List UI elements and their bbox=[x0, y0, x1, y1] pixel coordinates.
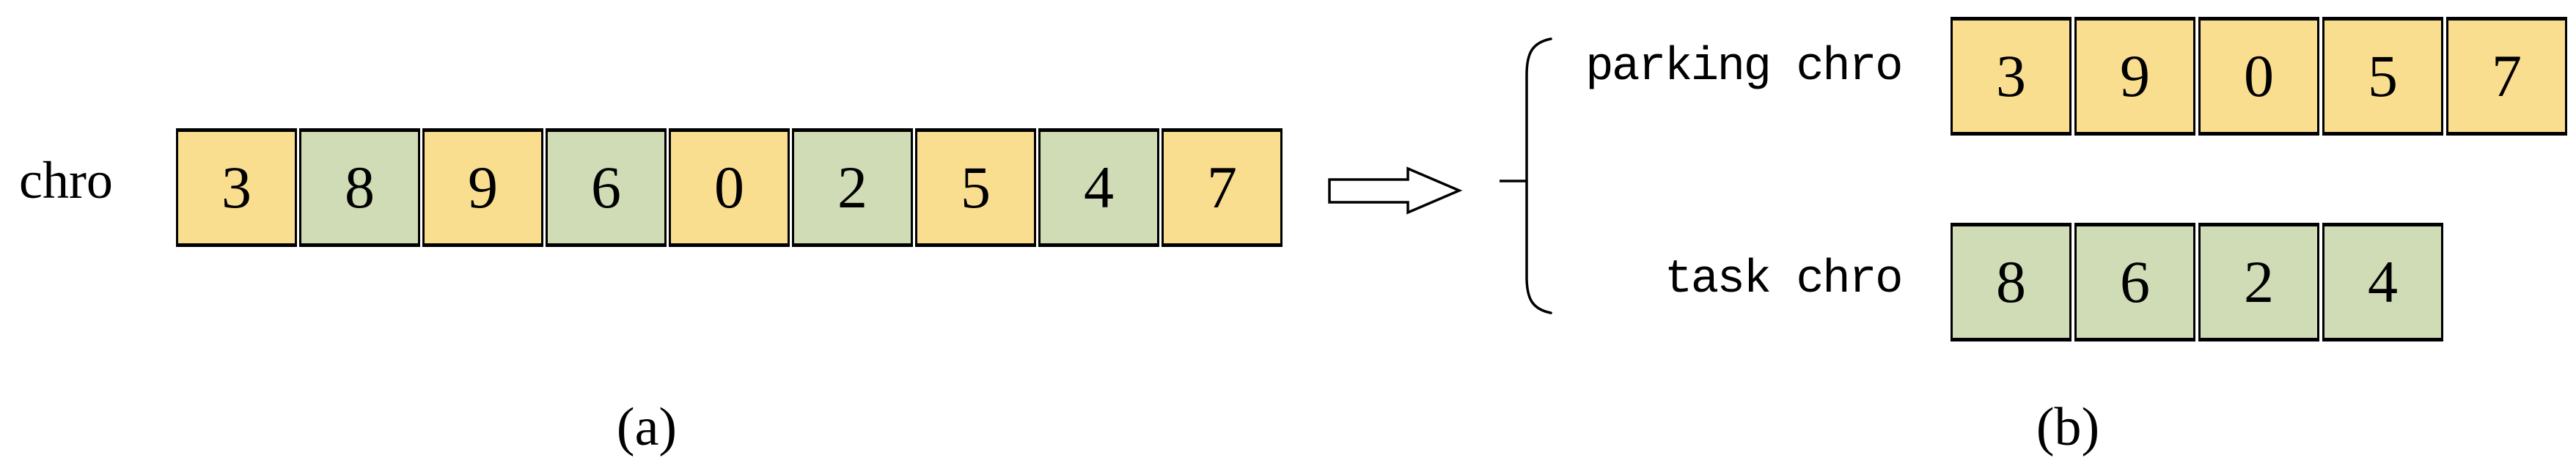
chro-row-label: chro bbox=[19, 151, 113, 210]
gene-cell: 7 bbox=[2446, 17, 2567, 136]
task-chro-label: task chro bbox=[1664, 254, 1904, 306]
caption-a: (a) bbox=[616, 397, 678, 457]
gene-cell: 4 bbox=[2322, 223, 2443, 341]
parking-chro-label: parking chro bbox=[1585, 41, 1903, 94]
gene-cell: 3 bbox=[1951, 17, 2072, 136]
caption-b: (b) bbox=[2036, 397, 2100, 457]
gene-cell: 6 bbox=[546, 128, 667, 247]
gene-cell: 5 bbox=[2322, 17, 2443, 136]
gene-cell: 4 bbox=[1038, 128, 1159, 247]
gene-cell: 8 bbox=[1951, 223, 2072, 341]
right-block-arrow-icon bbox=[1328, 166, 1463, 215]
gene-cell: 5 bbox=[915, 128, 1036, 247]
gene-cell: 7 bbox=[1162, 128, 1283, 247]
gene-cell: 9 bbox=[422, 128, 543, 247]
gene-cell: 2 bbox=[792, 128, 913, 247]
gene-cell: 3 bbox=[176, 128, 297, 247]
gene-cell: 6 bbox=[2074, 223, 2195, 341]
left-brace-icon bbox=[1500, 37, 1552, 314]
gene-cell: 0 bbox=[2198, 17, 2319, 136]
gene-cell: 0 bbox=[669, 128, 790, 247]
gene-cell: 8 bbox=[299, 128, 420, 247]
gene-cell: 9 bbox=[2074, 17, 2195, 136]
gene-cell: 2 bbox=[2198, 223, 2319, 341]
